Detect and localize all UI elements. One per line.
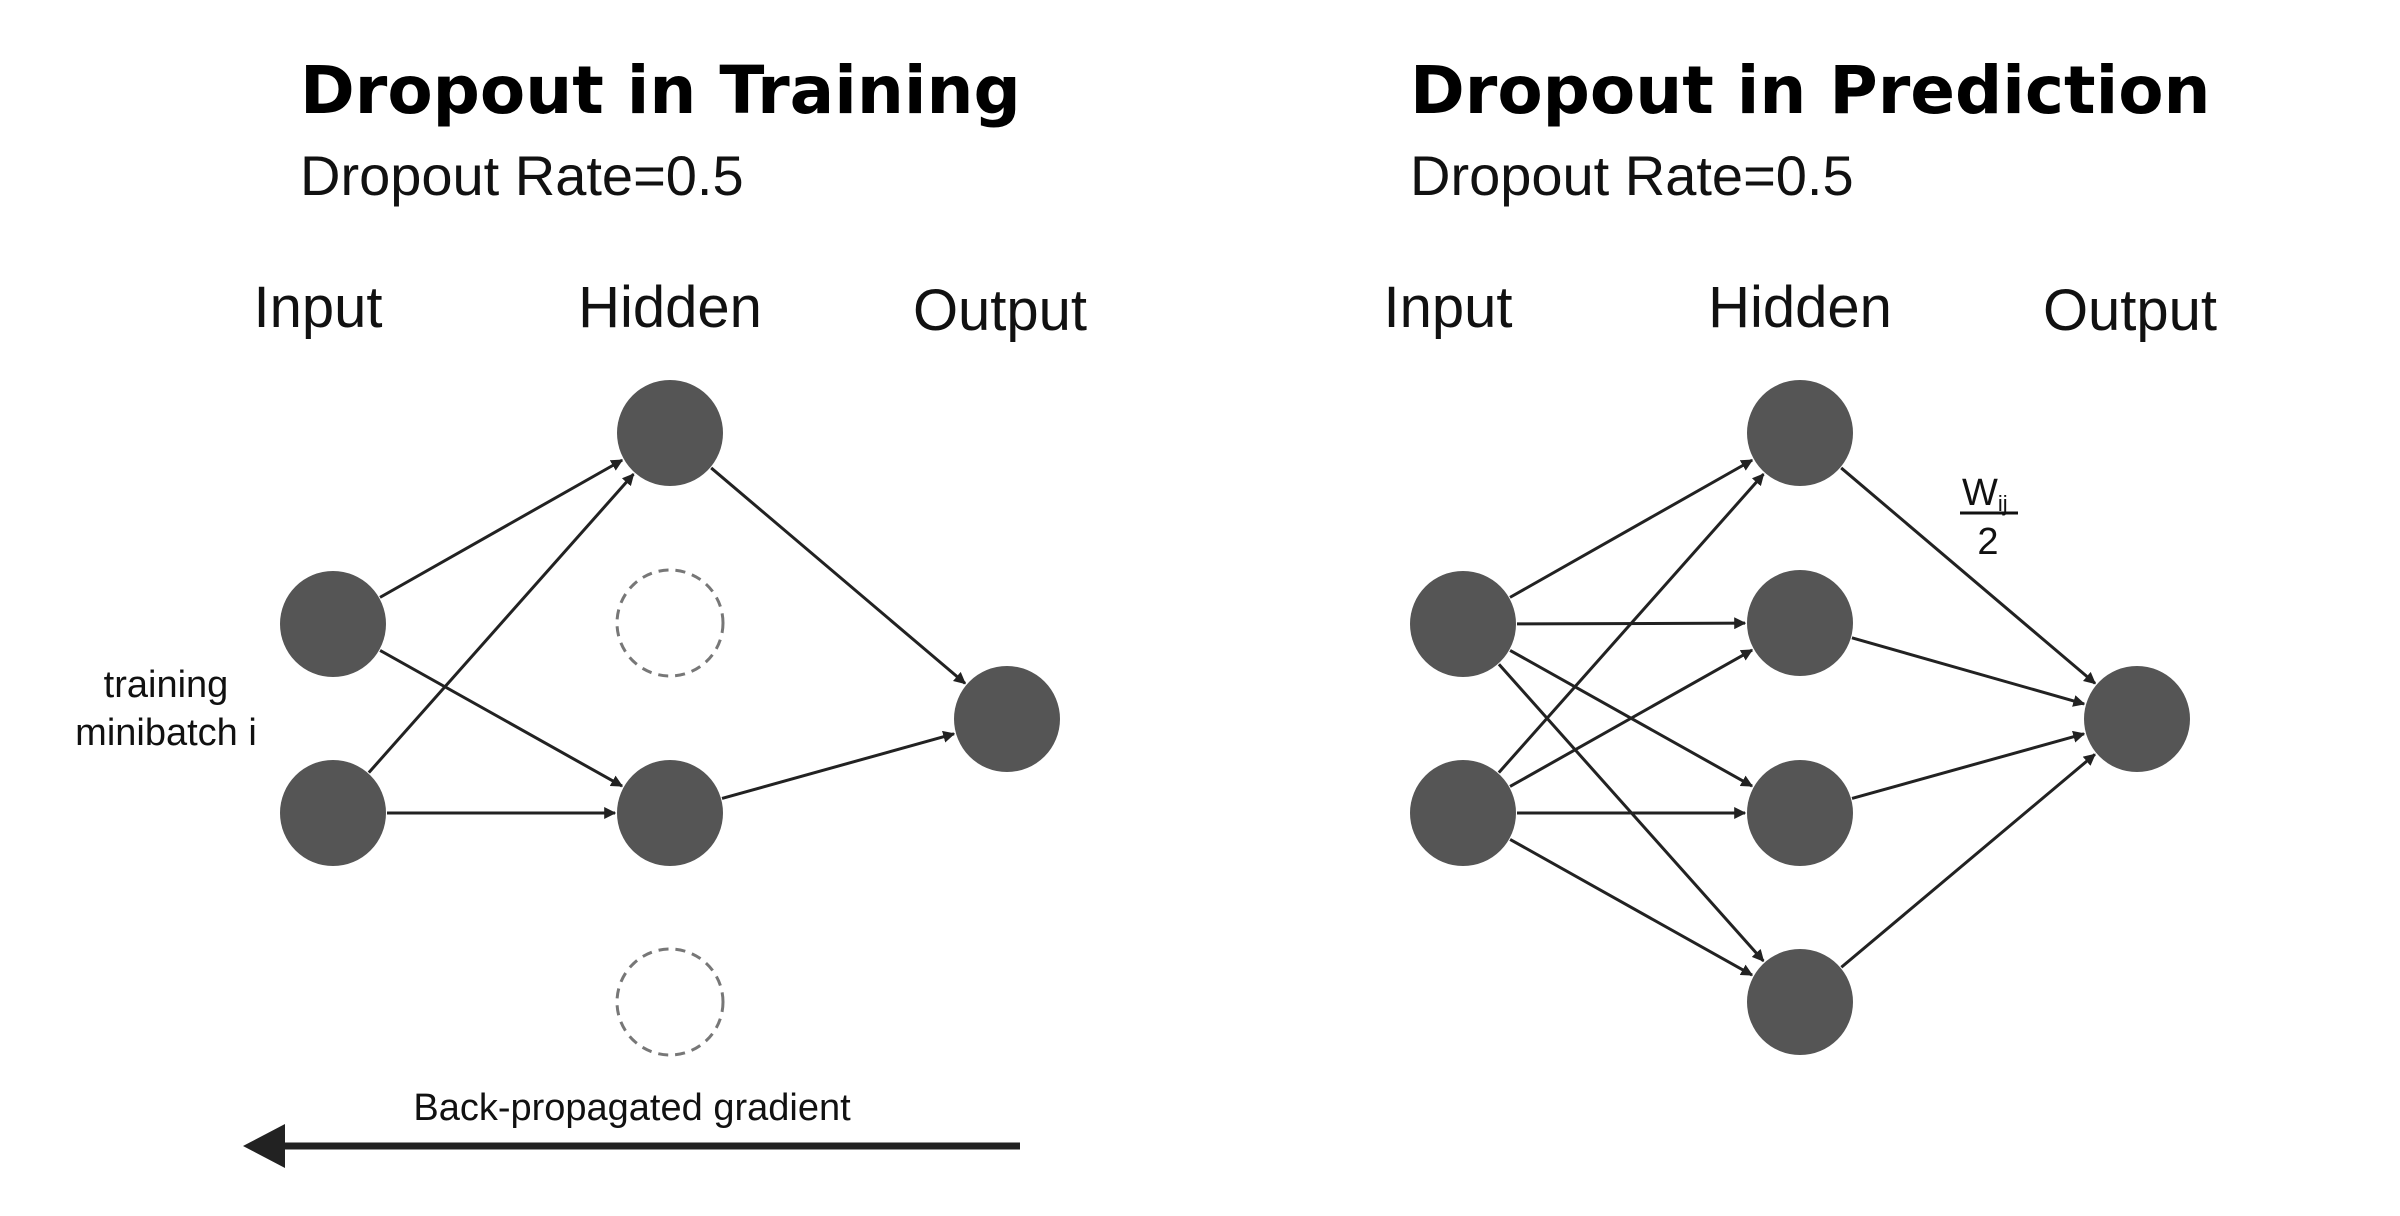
training-edge-in1-h1 bbox=[379, 458, 624, 599]
training-edge-in2-h1 bbox=[367, 473, 635, 774]
weight-symbol: W bbox=[1962, 472, 1998, 514]
prediction-node-h4 bbox=[1747, 949, 1853, 1055]
training-subtitle: Dropout Rate=0.5 bbox=[300, 144, 744, 207]
gradient-arrow-head bbox=[243, 1124, 285, 1168]
svg-text:Wij: Wij bbox=[1962, 472, 2008, 516]
prediction-edge-h3-out bbox=[1851, 730, 2086, 800]
training-title: Dropout in Training bbox=[300, 52, 1021, 129]
training-node-in1 bbox=[280, 571, 386, 677]
training-node-h3 bbox=[617, 760, 723, 866]
prediction-edge-in2-h1 bbox=[1497, 473, 1765, 774]
training-edge-h3-out bbox=[721, 730, 956, 800]
prediction-input-label: Input bbox=[1384, 275, 1513, 340]
prediction-nodes bbox=[1410, 380, 2190, 1055]
prediction-panel: Dropout in Prediction Dropout Rate=0.5 I… bbox=[1384, 52, 2217, 1055]
training-dropped-node-h4 bbox=[615, 947, 725, 1057]
prediction-edge-in2-h2 bbox=[1509, 648, 1754, 788]
gradient-label: Back-propagated gradient bbox=[413, 1087, 851, 1129]
prediction-output-label: Output bbox=[2043, 278, 2217, 343]
prediction-hidden-label: Hidden bbox=[1708, 275, 1892, 340]
training-minibatch-label-line1: training bbox=[104, 664, 229, 706]
prediction-edges bbox=[1497, 458, 2097, 977]
training-node-h1 bbox=[617, 380, 723, 486]
training-output-label: Output bbox=[913, 278, 1087, 343]
prediction-node-in2 bbox=[1410, 760, 1516, 866]
prediction-edge-h4-out bbox=[1840, 753, 2096, 969]
prediction-node-h1 bbox=[1747, 380, 1853, 486]
prediction-node-out bbox=[2084, 666, 2190, 772]
training-node-in2 bbox=[280, 760, 386, 866]
weight-fraction: Wij 2 bbox=[1960, 472, 2018, 563]
prediction-subtitle: Dropout Rate=0.5 bbox=[1410, 144, 1854, 207]
training-edge-h1-out bbox=[710, 466, 967, 685]
training-hidden-label: Hidden bbox=[578, 275, 762, 340]
training-edges bbox=[367, 458, 967, 819]
training-dropped-node-h2 bbox=[615, 568, 725, 678]
weight-subscript: ij bbox=[1998, 491, 2008, 516]
prediction-node-h3 bbox=[1747, 760, 1853, 866]
weight-denominator: 2 bbox=[1977, 521, 1998, 563]
training-panel: Dropout in Training Dropout Rate=0.5 Inp… bbox=[75, 52, 1087, 1168]
prediction-node-in1 bbox=[1410, 571, 1516, 677]
prediction-node-h2 bbox=[1747, 570, 1853, 676]
prediction-edge-in2-h4 bbox=[1509, 838, 1754, 977]
prediction-edge-h2-out bbox=[1851, 636, 2086, 707]
training-nodes bbox=[280, 380, 1060, 1057]
training-minibatch-label-line2: minibatch i bbox=[75, 712, 257, 754]
prediction-edge-in1-h1 bbox=[1509, 458, 1754, 599]
training-node-out bbox=[954, 666, 1060, 772]
training-edge-in1-h3 bbox=[379, 649, 624, 788]
prediction-title: Dropout in Prediction bbox=[1410, 52, 2211, 129]
prediction-edge-h1-out bbox=[1840, 466, 2097, 685]
training-input-label: Input bbox=[254, 275, 383, 340]
